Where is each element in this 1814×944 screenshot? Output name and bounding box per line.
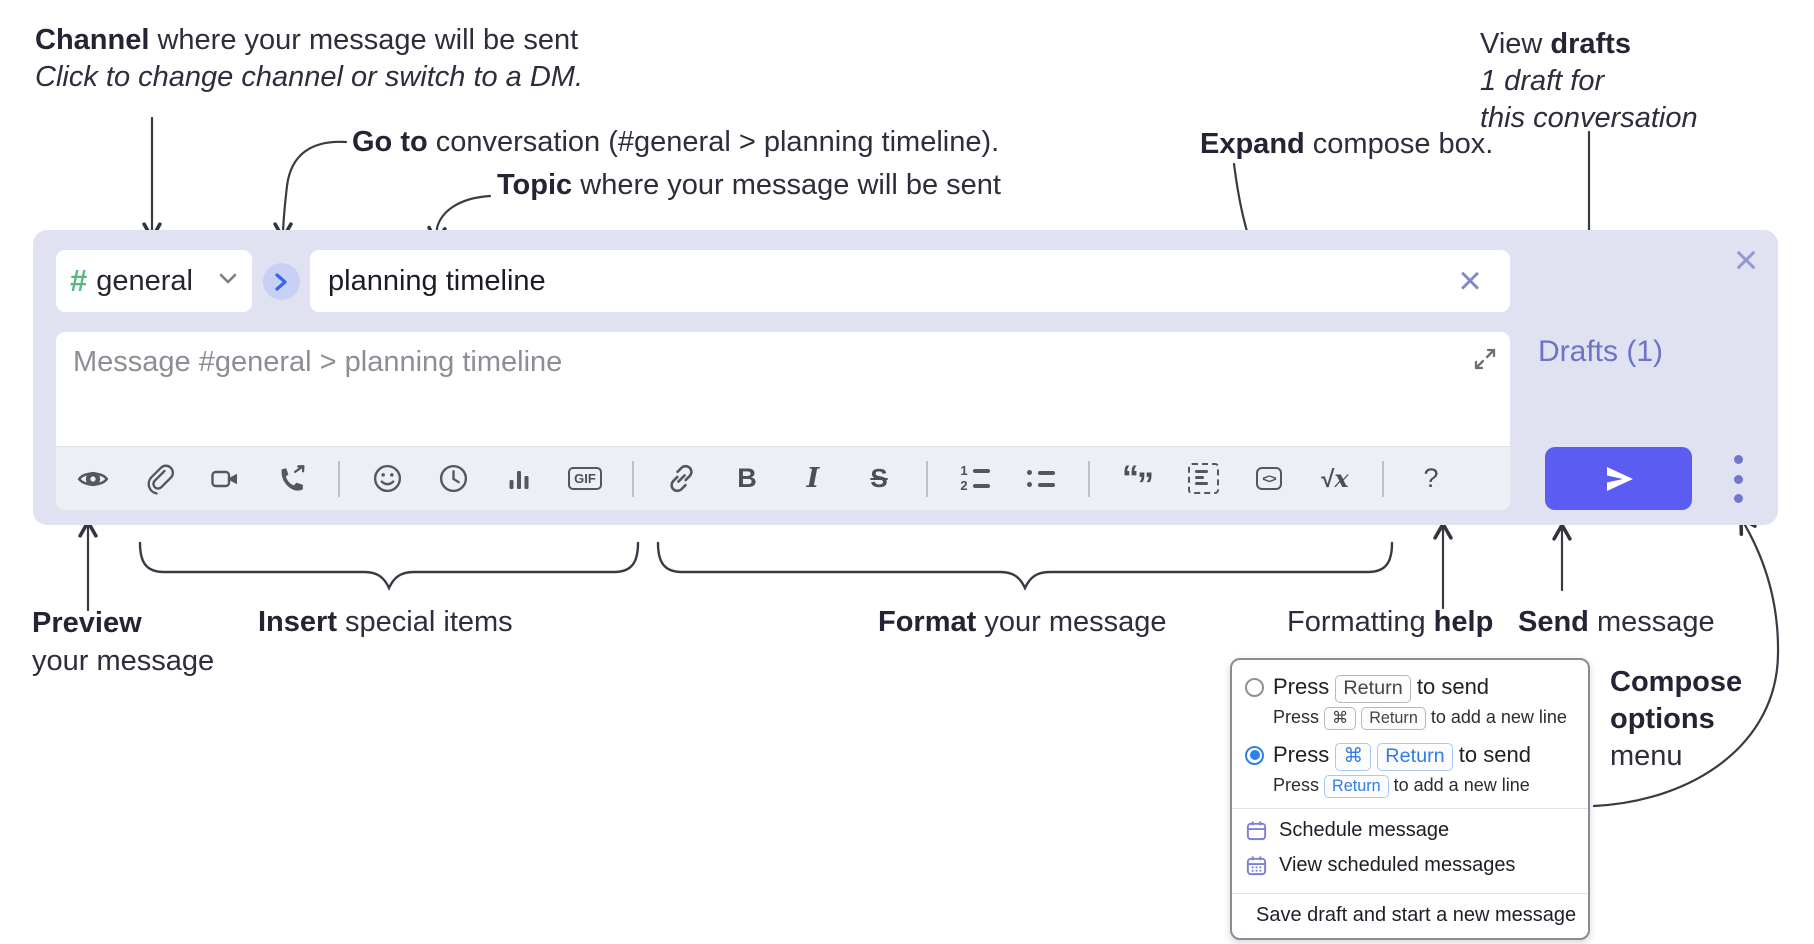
topic-input[interactable]	[310, 264, 1448, 298]
message-box: GIF B I S 1 2	[56, 332, 1510, 510]
channel-annotation: Channel where your message will be sent …	[35, 24, 584, 93]
formatting-help-button[interactable]: ?	[1412, 458, 1450, 500]
italic-button[interactable]: I	[794, 458, 832, 500]
insert-annotation: Insert special items	[258, 606, 513, 638]
formatting-help-annotation: Formatting help	[1287, 606, 1494, 638]
send-button[interactable]	[1545, 447, 1692, 510]
format-annotation: Format your message	[878, 606, 1167, 638]
toolbar-divider	[1382, 460, 1384, 497]
channel-selector[interactable]: # general	[56, 250, 252, 312]
chevron-right-icon	[275, 272, 287, 291]
expand-annotation: Expand compose box.	[1200, 128, 1494, 160]
goto-arrow	[273, 140, 348, 242]
code-button[interactable]: <>	[1250, 458, 1288, 500]
ordered-list-button[interactable]: 1 2	[956, 458, 994, 500]
question-mark-icon: ?	[1423, 463, 1439, 493]
drafts-link[interactable]: Drafts (1)	[1538, 335, 1664, 368]
compose-panel: # general × × Drafts (1)	[33, 230, 1778, 525]
clock-icon	[439, 464, 467, 493]
toolbar-divider	[926, 460, 928, 497]
dots-vertical-icon	[1733, 455, 1743, 464]
link-button[interactable]	[662, 458, 700, 500]
topic-field: ×	[310, 250, 1510, 312]
calendar-icon	[1246, 820, 1267, 840]
blockquote-button[interactable]: “”	[1118, 458, 1156, 504]
send-annotation: Send message	[1518, 606, 1715, 638]
radio-on-icon[interactable]	[1245, 745, 1264, 765]
key-return: Return	[1335, 675, 1411, 703]
go-to-conversation-button[interactable]	[263, 263, 300, 300]
paperclip-icon	[147, 464, 174, 495]
compose-options-menu: Press Return to send Press ⌘ Return to a…	[1230, 658, 1590, 940]
bullet-list-button[interactable]	[1022, 458, 1060, 500]
send-plane-icon	[1606, 466, 1633, 491]
gif-button[interactable]: GIF	[566, 458, 604, 500]
toolbar-divider	[632, 460, 634, 497]
key-return: Return	[1324, 774, 1389, 798]
toolbar-divider	[1088, 460, 1090, 497]
compose-options-annotation: Compose options menu	[1610, 666, 1743, 772]
view-drafts-annotation: View drafts 1 draft for this conversatio…	[1480, 28, 1698, 134]
audio-call-button[interactable]	[272, 458, 310, 500]
phone-arrow-icon	[281, 464, 304, 491]
emoji-button[interactable]	[368, 458, 406, 500]
gif-icon: GIF	[568, 467, 602, 490]
attach-file-button[interactable]	[140, 458, 178, 500]
schedule-clock-button[interactable]	[434, 458, 472, 500]
toolbar-divider	[338, 460, 340, 497]
video-camera-icon	[211, 470, 237, 487]
video-clip-button[interactable]	[206, 458, 244, 500]
goto-annotation: Go to conversation (#general > planning …	[352, 126, 1000, 158]
channel-name: general	[96, 264, 193, 297]
italic-icon: I	[806, 463, 820, 494]
preview-annotation: Preview your message	[32, 607, 215, 677]
ordered-list-icon: 1 2	[960, 464, 990, 492]
key-cmd: ⌘	[1324, 706, 1357, 730]
menu-item-schedule-message[interactable]: Schedule message	[1245, 813, 1575, 848]
menu-item-view-scheduled[interactable]: View scheduled messages	[1245, 848, 1575, 883]
message-input[interactable]	[56, 332, 1453, 446]
topic-annotation: Topic where your message will be sent	[497, 169, 1001, 201]
sqrt-icon: √x	[1321, 463, 1349, 493]
formatting-toolbar: GIF B I S 1 2	[56, 446, 1510, 510]
format-brace	[656, 541, 1394, 591]
code-block-icon	[1187, 463, 1219, 494]
math-button[interactable]: √x	[1316, 458, 1354, 500]
compose-options-button[interactable]	[1723, 455, 1753, 503]
menu-divider	[1232, 892, 1588, 894]
calendar-dots-icon	[1246, 855, 1267, 875]
code-icon: <>	[1256, 467, 1282, 490]
channel-hash-icon: #	[70, 263, 88, 298]
close-compose-icon[interactable]: ×	[1733, 236, 1759, 283]
preview-button[interactable]	[74, 458, 112, 500]
clear-topic-icon[interactable]: ×	[1458, 259, 1482, 303]
send-option-cmd-return[interactable]: Press ⌘ Return to send Press Return to a…	[1245, 742, 1575, 798]
poll-button[interactable]	[500, 458, 538, 500]
menu-item-save-draft[interactable]: Save draft and start a new message	[1245, 898, 1576, 929]
key-cmd: ⌘	[1335, 742, 1372, 771]
menu-divider	[1232, 807, 1588, 809]
insert-brace	[138, 541, 640, 591]
bold-icon: B	[737, 463, 757, 493]
key-return: Return	[1361, 706, 1426, 730]
smiley-icon	[373, 464, 401, 493]
key-return: Return	[1377, 742, 1453, 771]
blockquote-icon: “”	[1122, 459, 1154, 504]
strikethrough-icon: S	[870, 463, 888, 493]
chevron-down-icon	[218, 272, 238, 291]
bar-chart-icon	[509, 470, 529, 489]
radio-off-icon[interactable]	[1245, 678, 1264, 697]
strikethrough-button[interactable]: S	[860, 458, 898, 500]
code-block-button[interactable]	[1184, 458, 1222, 500]
bold-button[interactable]: B	[728, 458, 766, 500]
send-option-return[interactable]: Press Return to send Press ⌘ Return to a…	[1245, 674, 1575, 730]
expand-compose-icon[interactable]	[1473, 347, 1497, 371]
bullet-list-icon	[1027, 470, 1055, 487]
link-icon	[669, 464, 693, 493]
